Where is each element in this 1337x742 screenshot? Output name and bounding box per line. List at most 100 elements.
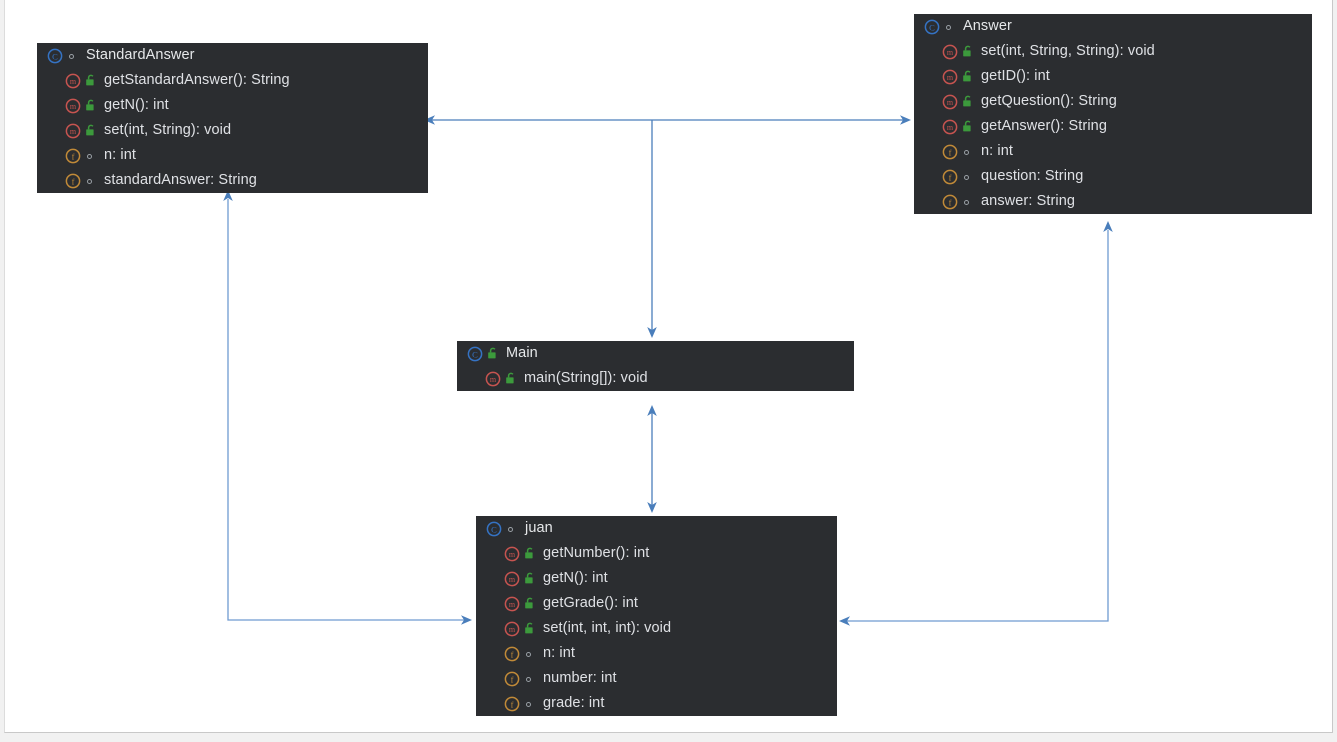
method-label: getN(): int <box>104 97 169 113</box>
package-private-icon <box>961 169 975 185</box>
field-label: standardAnswer: String <box>104 172 257 188</box>
package-private-icon <box>961 194 975 210</box>
method-row[interactable]: m getStandardAnswer(): String <box>37 68 428 93</box>
public-lock-icon <box>84 98 98 114</box>
class-name: StandardAnswer <box>86 47 195 63</box>
svg-text:m: m <box>509 625 516 634</box>
svg-text:m: m <box>947 98 954 107</box>
method-icon: m <box>65 98 81 114</box>
field-row[interactable]: f n: int <box>37 143 428 168</box>
method-label: getStandardAnswer(): String <box>104 72 290 88</box>
field-icon: f <box>504 696 520 712</box>
method-row[interactable]: m getNumber(): int <box>476 541 837 566</box>
method-label: getQuestion(): String <box>981 93 1117 109</box>
class-name: juan <box>525 520 553 536</box>
field-label: n: int <box>104 147 137 163</box>
method-icon: m <box>504 621 520 637</box>
method-icon: m <box>65 123 81 139</box>
method-row[interactable]: m set(int, String): void <box>37 118 428 143</box>
public-lock-icon <box>961 69 975 85</box>
svg-text:m: m <box>947 73 954 82</box>
public-lock-icon <box>961 119 975 135</box>
svg-text:m: m <box>490 375 497 384</box>
class-icon: C <box>924 19 940 35</box>
field-icon: f <box>504 671 520 687</box>
field-row[interactable]: f n: int <box>914 139 1312 164</box>
field-row[interactable]: f question: String <box>914 164 1312 189</box>
public-lock-icon <box>523 596 537 612</box>
field-row[interactable]: f answer: String <box>914 189 1312 214</box>
svg-text:f: f <box>949 147 952 157</box>
method-label: main(String[]): void <box>524 370 648 386</box>
method-row[interactable]: m getAnswer(): String <box>914 114 1312 139</box>
public-lock-icon <box>504 371 518 387</box>
uml-class-standardanswer[interactable]: C StandardAnswer m getStandardAnswer(): Str… <box>37 43 428 193</box>
package-private-icon <box>961 144 975 160</box>
svg-text:C: C <box>491 524 497 534</box>
field-label: answer: String <box>981 193 1076 209</box>
method-row[interactable]: m getQuestion(): String <box>914 89 1312 114</box>
svg-text:f: f <box>511 649 514 659</box>
package-private-icon <box>84 148 98 164</box>
class-title-row[interactable]: C StandardAnswer <box>37 43 428 68</box>
edge-juan-standardanswer <box>223 190 472 625</box>
class-icon: C <box>467 346 483 362</box>
field-icon: f <box>942 144 958 160</box>
svg-text:f: f <box>72 151 75 161</box>
package-private-icon <box>66 48 80 64</box>
field-icon: f <box>942 194 958 210</box>
method-label: set(int, String): void <box>104 122 232 138</box>
method-icon: m <box>504 596 520 612</box>
svg-text:C: C <box>472 349 478 359</box>
method-row[interactable]: m getGrade(): int <box>476 591 837 616</box>
svg-text:f: f <box>949 172 952 182</box>
svg-text:f: f <box>511 674 514 684</box>
diagram-canvas[interactable]: C StandardAnswer m getStandardAnswer(): Str… <box>4 0 1333 733</box>
public-lock-icon <box>486 346 500 362</box>
field-row[interactable]: f grade: int <box>476 691 837 716</box>
svg-text:m: m <box>509 575 516 584</box>
method-label: getAnswer(): String <box>981 118 1107 134</box>
svg-text:f: f <box>511 699 514 709</box>
class-icon: C <box>486 521 502 537</box>
field-label: question: String <box>981 168 1084 184</box>
method-row[interactable]: m main(String[]): void <box>457 366 854 391</box>
svg-text:m: m <box>70 77 77 86</box>
edge-main-juan <box>647 405 657 513</box>
field-label: grade: int <box>543 695 605 711</box>
method-icon: m <box>504 546 520 562</box>
method-icon: m <box>65 73 81 89</box>
svg-text:m: m <box>509 550 516 559</box>
field-label: n: int <box>981 143 1014 159</box>
field-icon: f <box>942 169 958 185</box>
svg-text:m: m <box>70 127 77 136</box>
svg-text:m: m <box>70 102 77 111</box>
method-label: getGrade(): int <box>543 595 638 611</box>
public-lock-icon <box>84 73 98 89</box>
svg-text:C: C <box>929 22 935 32</box>
public-lock-icon <box>523 546 537 562</box>
method-icon: m <box>942 69 958 85</box>
public-lock-icon <box>961 44 975 60</box>
method-row[interactable]: m getN(): int <box>37 93 428 118</box>
class-icon: C <box>47 48 63 64</box>
svg-text:f: f <box>949 197 952 207</box>
package-private-icon <box>84 173 98 189</box>
package-private-icon <box>505 521 519 537</box>
method-label: getNumber(): int <box>543 545 650 561</box>
svg-text:m: m <box>947 123 954 132</box>
